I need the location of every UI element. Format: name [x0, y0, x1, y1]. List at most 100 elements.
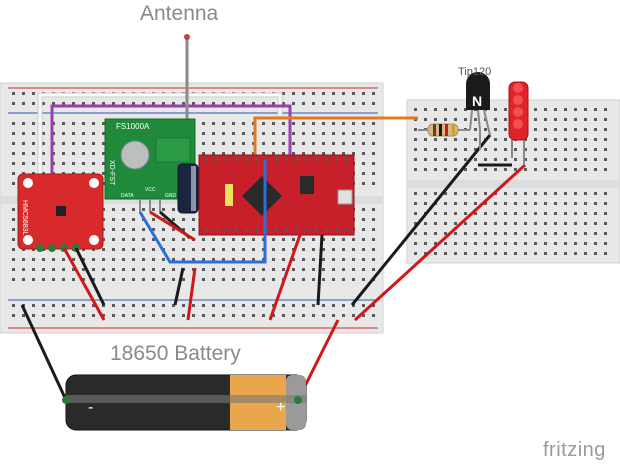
- breadboard-hole: [524, 192, 527, 195]
- breadboard-hole: [222, 122, 225, 125]
- breadboard-hole: [604, 252, 607, 255]
- breadboard-hole: [444, 232, 447, 235]
- breadboard-hole: [584, 168, 587, 171]
- breadboard-hole: [292, 314, 295, 317]
- transistor-gnd-wire: [350, 134, 492, 306]
- breadboard-hole: [534, 148, 537, 151]
- breadboard-hole: [332, 92, 335, 95]
- breadboard-hole: [554, 128, 557, 131]
- breadboard-hole: [454, 252, 457, 255]
- breadboard-hole: [574, 128, 577, 131]
- breadboard-hole: [362, 132, 365, 135]
- battery-minus-label: -: [88, 399, 93, 416]
- breadboard-hole: [604, 148, 607, 151]
- breadboard-hole: [342, 268, 345, 271]
- breadboard-hole: [282, 132, 285, 135]
- battery: - +: [62, 374, 307, 431]
- breadboard-hole: [162, 304, 165, 307]
- breadboard-hole: [604, 212, 607, 215]
- breadboard-hole: [584, 138, 587, 141]
- breadboard-hole: [182, 218, 185, 221]
- breadboard-hole: [594, 192, 597, 195]
- breadboard-hole: [464, 192, 467, 195]
- breadboard-hole: [604, 232, 607, 235]
- breadboard-hole: [564, 168, 567, 171]
- breadboard-hole: [172, 218, 175, 221]
- breadboard-hole: [22, 102, 25, 105]
- breadboard-hole: [232, 238, 235, 241]
- breadboard-hole: [12, 142, 15, 145]
- breadboard-hole: [574, 222, 577, 225]
- breadboard-hole: [544, 242, 547, 245]
- breadboard-hole: [62, 304, 65, 307]
- breadboard-hole: [474, 138, 477, 141]
- breadboard-hole: [242, 102, 245, 105]
- breadboard-hole: [484, 158, 487, 161]
- breadboard-hole: [544, 192, 547, 195]
- breadboard-hole: [594, 168, 597, 171]
- breadboard-hole: [212, 132, 215, 135]
- breadboard-hole: [484, 202, 487, 205]
- breadboard-hole: [534, 118, 537, 121]
- breadboard-hole: [42, 152, 45, 155]
- breadboard-hole: [295, 228, 298, 231]
- breadboard-hole: [132, 238, 135, 241]
- breadboard-hole: [255, 158, 258, 161]
- breadboard-hole: [322, 314, 325, 317]
- breadboard-hole: [372, 314, 375, 317]
- breadboard-hole: [142, 314, 145, 317]
- breadboard-hole: [574, 158, 577, 161]
- compass-vcc-wire: [62, 247, 106, 321]
- breadboard-hole: [312, 238, 315, 241]
- breadboard-hole: [444, 148, 447, 151]
- breadboard-hole: [12, 122, 15, 125]
- breadboard-hole: [524, 252, 527, 255]
- breadboard-hole: [444, 252, 447, 255]
- breadboard-hole: [554, 118, 557, 121]
- breadboard-hole: [474, 148, 477, 151]
- breadboard-hole: [345, 228, 348, 231]
- transistor-marker: N: [472, 93, 482, 109]
- breadboard-hole: [112, 314, 115, 317]
- breadboard-hole: [494, 148, 497, 151]
- breadboard-hole: [112, 258, 115, 261]
- breadboard-hole: [302, 314, 305, 317]
- breadboard-hole: [434, 242, 437, 245]
- breadboard-hole: [504, 232, 507, 235]
- breadboard-hole: [454, 242, 457, 245]
- breadboard-hole: [272, 304, 275, 307]
- breadboard-hole: [182, 248, 185, 251]
- breadboard-hole: [22, 122, 25, 125]
- breadboard-hole: [444, 202, 447, 205]
- breadboard-hole: [12, 278, 15, 281]
- breadboard-hole: [72, 304, 75, 307]
- breadboard-hole: [332, 304, 335, 307]
- breadboard-hole: [12, 152, 15, 155]
- breadboard-hole: [484, 242, 487, 245]
- breadboard-hole: [72, 268, 75, 271]
- led-array: [508, 81, 529, 165]
- breadboard-hole: [414, 252, 417, 255]
- breadboard-hole: [504, 212, 507, 215]
- breadboard-hole: [312, 258, 315, 261]
- breadboard-hole: [302, 258, 305, 261]
- breadboard-hole: [302, 268, 305, 271]
- breadboard-hole: [152, 228, 155, 231]
- battery-negative-wire: [20, 304, 68, 401]
- breadboard-hole: [312, 92, 315, 95]
- breadboard-hole: [302, 122, 305, 125]
- breadboard-hole: [232, 122, 235, 125]
- breadboard-hole: [92, 162, 95, 165]
- breadboard-hole: [434, 138, 437, 141]
- breadboard-hole: [72, 102, 75, 105]
- breadboard-hole: [262, 278, 265, 281]
- breadboard-hole: [212, 102, 215, 105]
- breadboard-hole: [342, 248, 345, 251]
- breadboard-hole: [222, 152, 225, 155]
- breadboard-hole: [222, 142, 225, 145]
- breadboard-hole: [52, 314, 55, 317]
- breadboard-hole: [454, 108, 457, 111]
- breadboard-hole: [112, 304, 115, 307]
- breadboard-hole: [235, 158, 238, 161]
- breadboard-hole: [32, 102, 35, 105]
